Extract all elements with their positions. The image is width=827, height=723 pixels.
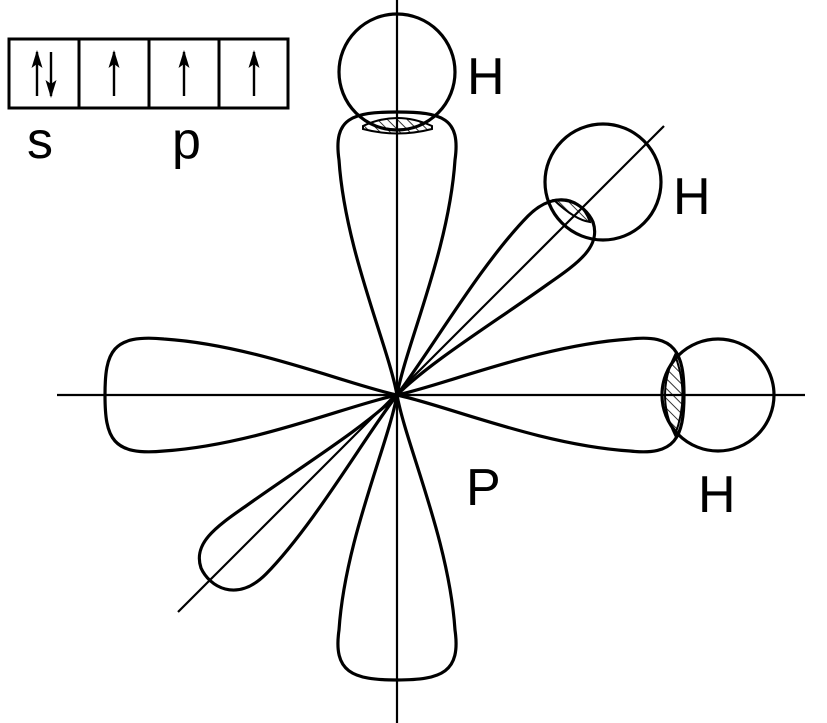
label-p: p	[172, 112, 201, 170]
pz-lobe-bottom	[336, 394, 458, 682]
overlap-diagonal	[551, 198, 592, 224]
p-lobes	[103, 110, 686, 682]
h-orbital-right	[660, 337, 776, 453]
px-lobe-right	[396, 336, 686, 454]
px-lobe-left	[103, 336, 398, 454]
spin-down-arrow-icon	[45, 52, 57, 98]
label-h-diagonal: H	[673, 168, 711, 226]
label-s: s	[27, 112, 53, 170]
spin-arrows	[31, 50, 260, 98]
overlap-right	[664, 352, 684, 438]
pz-lobe-top	[336, 110, 458, 396]
hydrogen-orbitals	[337, 12, 776, 453]
atom-labels: H H H P	[466, 48, 736, 524]
overlap-regions	[362, 117, 684, 438]
h-orbital-top	[337, 12, 457, 132]
label-phosphorus: P	[466, 459, 501, 517]
spin-up-arrow-icon	[178, 50, 190, 96]
py-lobe-lower-left	[197, 393, 399, 592]
orbital-box-diagram: s p	[7, 37, 290, 170]
spin-up-arrow-icon	[248, 50, 260, 96]
py-lobe-upper-right	[395, 198, 597, 397]
spin-up-arrow-icon	[108, 50, 120, 96]
spin-up-arrow-icon	[31, 50, 43, 96]
label-h-right: H	[698, 466, 736, 524]
label-h-top: H	[467, 48, 505, 106]
overlap-top	[362, 117, 433, 135]
h-orbital-diagonal	[543, 122, 663, 242]
diagonal-axis	[177, 125, 665, 613]
